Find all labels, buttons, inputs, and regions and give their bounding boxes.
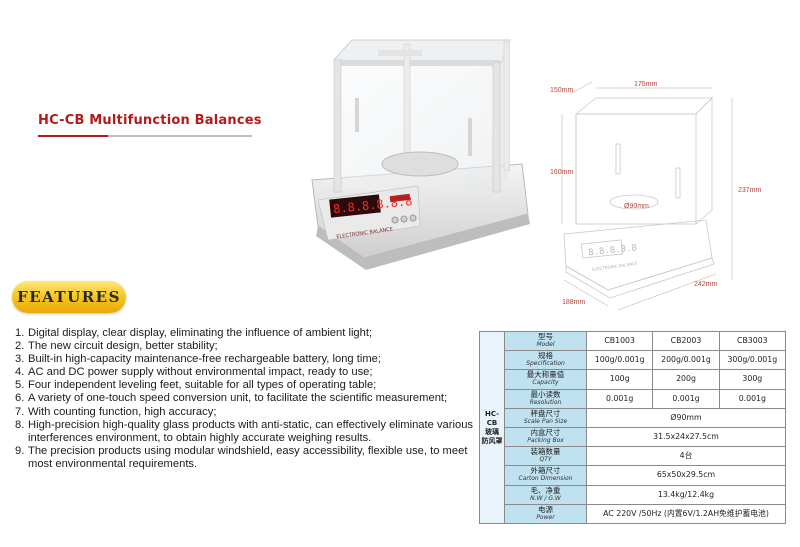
balance-dimension-drawing: 8.8.8.8.8 ELECTRONIC BALANCE 175mm 150mm… <box>550 81 762 311</box>
svg-text:8.8.8.8.8: 8.8.8.8.8 <box>588 243 638 258</box>
table-group-label: HC-CB 玻璃 防风罩 <box>479 331 505 524</box>
feature-item: 3.Built-in high-capacity maintenance-fre… <box>15 353 382 366</box>
drawing-brand-label: ELECTRONIC BALANCE <box>592 261 638 272</box>
features-heading: FEATURES <box>17 288 121 306</box>
product-title: HC-CB Multifunction Balances <box>38 113 262 128</box>
dim-chamber-height: 160mm <box>550 169 574 176</box>
feature-item: 2.The new circuit design, better stabili… <box>15 340 218 353</box>
dim-width: 175mm <box>634 81 658 88</box>
title-underline <box>38 135 252 137</box>
feature-item: 7.With counting function, high accuracy; <box>15 405 217 418</box>
dim-base-width: 188mm <box>562 299 586 306</box>
features-heading-badge: FEATURES <box>12 281 126 313</box>
balance-photo: 8.8.8.8.8.8 ELECTRONIC BALANCE <box>311 39 530 270</box>
features-list: 1.Digital display, clear display, elimin… <box>15 327 475 471</box>
dim-base-depth: 242mm <box>694 281 718 288</box>
dim-depth-top: 150mm <box>550 87 574 94</box>
feature-item: 8.High-precision high-quality glass prod… <box>15 418 474 444</box>
feature-item: 1.Digital display, clear display, elimin… <box>15 327 373 339</box>
feature-item: 5.Four independent leveling feet, suitab… <box>15 379 377 392</box>
dim-pan: Ø90mm <box>624 203 649 210</box>
feature-item: 4.AC and DC power supply without environ… <box>15 366 373 379</box>
feature-item: 6.A variety of one-touch speed conversio… <box>15 392 448 405</box>
dim-total-height: 237mm <box>738 187 762 194</box>
feature-item: 9.The precision products using modular w… <box>15 444 468 470</box>
